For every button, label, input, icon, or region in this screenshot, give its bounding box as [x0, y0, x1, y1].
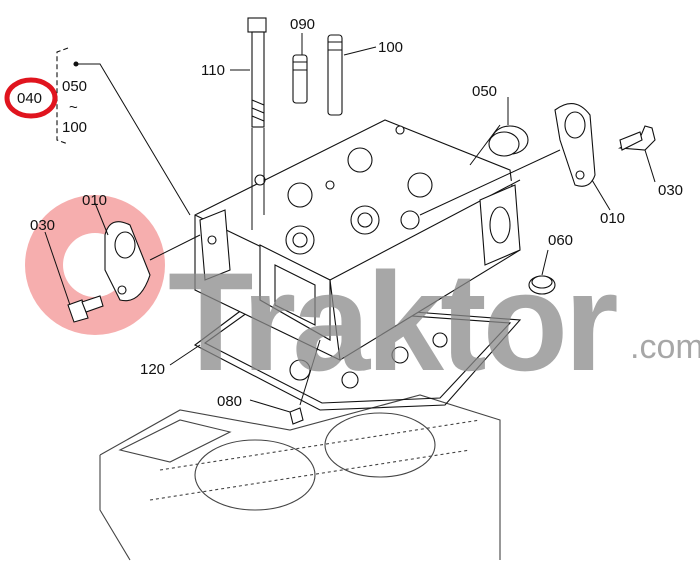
- callout-050[interactable]: 050: [472, 83, 498, 100]
- watermark-suffix: .com: [630, 328, 700, 366]
- bolt-right: [617, 125, 656, 151]
- callout-100[interactable]: 100: [378, 39, 404, 56]
- highlight-circle: [4, 77, 58, 119]
- bolt-110: [247, 17, 267, 128]
- callout-120[interactable]: 120: [140, 361, 166, 378]
- bolt-left: [67, 295, 104, 323]
- group-tilde: ~: [69, 99, 78, 116]
- valve-guide-100: [327, 34, 343, 116]
- leader-dot: [73, 61, 79, 67]
- callout-090[interactable]: 090: [290, 16, 316, 33]
- group-to-label: 100: [62, 119, 88, 136]
- cylinder-head: [194, 119, 521, 361]
- valve-seal-090: [292, 54, 308, 104]
- group-from-label: 050: [62, 78, 88, 95]
- callout-030-left[interactable]: 030: [30, 217, 56, 234]
- callout-110[interactable]: 110: [201, 62, 225, 79]
- engine-block: [99, 394, 501, 561]
- callout-060[interactable]: 060: [548, 232, 574, 249]
- ring-060: [528, 275, 556, 295]
- highlighted-part-label[interactable]: 040: [17, 90, 43, 107]
- hanger-left: [104, 221, 151, 302]
- hanger-right: [554, 103, 596, 187]
- callout-080[interactable]: 080: [217, 393, 243, 410]
- watermark-brand: Traktor: [168, 243, 619, 400]
- callout-030-right[interactable]: 030: [658, 182, 684, 199]
- plug-080: [289, 407, 304, 425]
- leader-lines: [44, 33, 656, 413]
- group-bracket: [56, 47, 69, 145]
- callout-010-right[interactable]: 010: [600, 210, 626, 227]
- callout-010-left[interactable]: 010: [82, 192, 108, 209]
- plug-050: [488, 125, 529, 157]
